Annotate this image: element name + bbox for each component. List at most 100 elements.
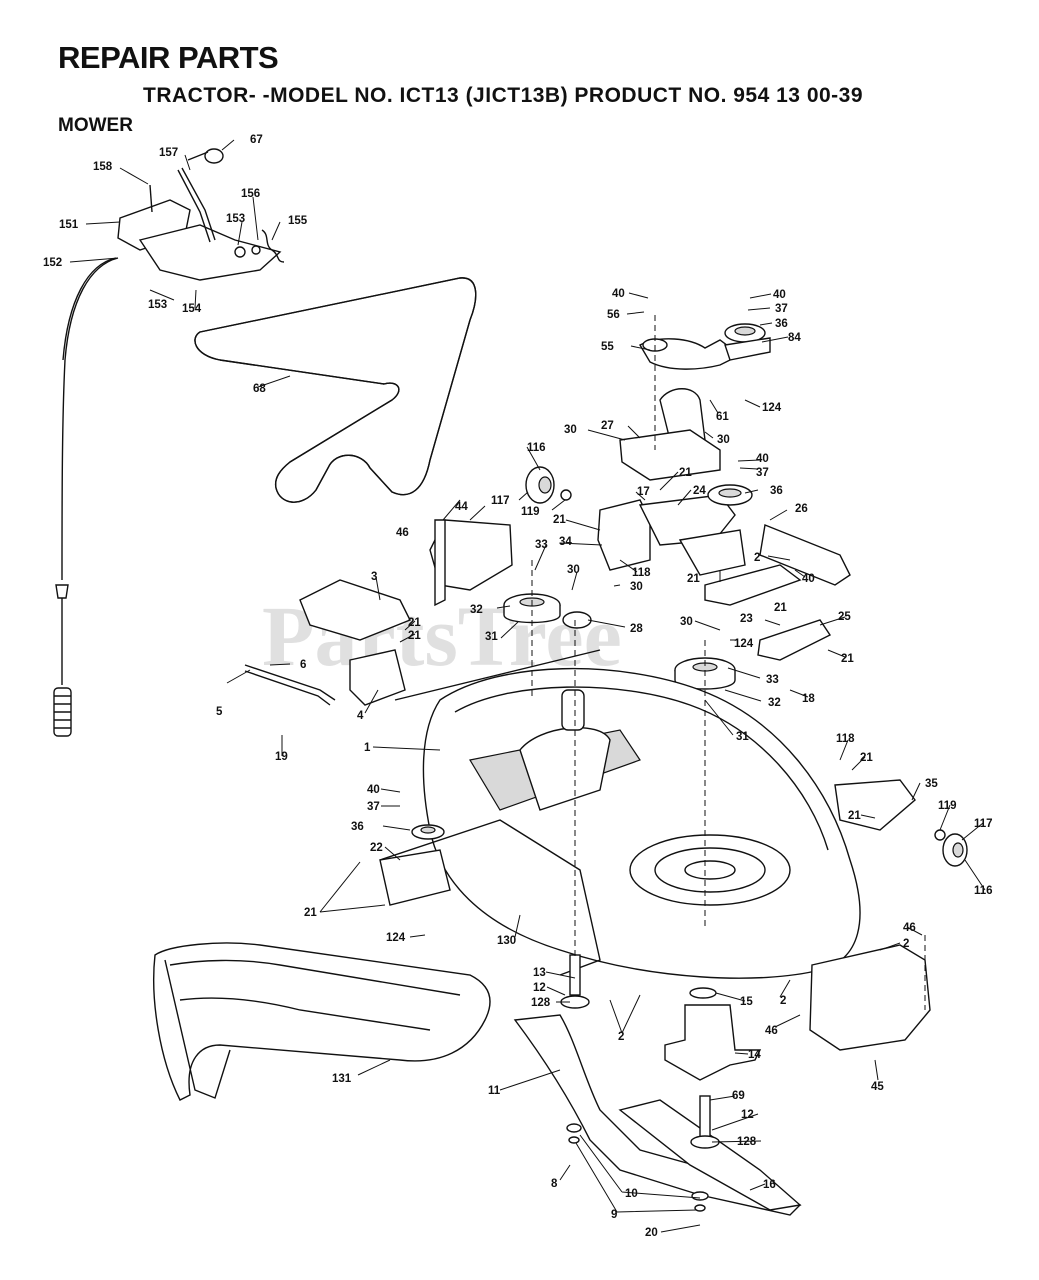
label-37: 37 xyxy=(367,801,380,813)
label-10: 10 xyxy=(625,1188,638,1200)
label-46: 46 xyxy=(903,922,916,934)
label-55: 55 xyxy=(601,341,614,353)
label-22: 22 xyxy=(370,842,383,854)
label-14: 14 xyxy=(748,1049,761,1061)
label-8: 8 xyxy=(551,1178,558,1190)
label-46: 46 xyxy=(765,1025,778,1037)
label-36: 36 xyxy=(351,821,364,833)
label-12: 12 xyxy=(741,1109,754,1121)
label-21: 21 xyxy=(848,810,861,822)
label-11: 11 xyxy=(488,1085,501,1097)
label-117: 117 xyxy=(974,818,993,830)
leader-lines xyxy=(69,139,986,1233)
label-33: 33 xyxy=(535,539,548,551)
label-21: 21 xyxy=(408,630,421,642)
label-124: 124 xyxy=(734,638,754,650)
label-3: 3 xyxy=(371,571,377,583)
label-31: 31 xyxy=(736,731,749,743)
label-84: 84 xyxy=(788,332,801,344)
label-116: 116 xyxy=(974,885,993,897)
label-40: 40 xyxy=(367,784,380,796)
label-45: 45 xyxy=(871,1081,884,1093)
label-31: 31 xyxy=(485,631,498,643)
label-30: 30 xyxy=(630,581,643,593)
discharge-chute xyxy=(153,942,491,1101)
label-68: 68 xyxy=(253,383,266,395)
label-40: 40 xyxy=(756,453,769,465)
lift-lever-assembly xyxy=(53,148,285,737)
label-5: 5 xyxy=(216,706,223,718)
label-2: 2 xyxy=(903,938,909,950)
label-130: 130 xyxy=(497,935,516,947)
label-24: 24 xyxy=(693,485,706,497)
left-bracket-assembly xyxy=(244,466,601,706)
label-16: 16 xyxy=(763,1179,776,1191)
label-118: 118 xyxy=(632,567,651,579)
label-36: 36 xyxy=(770,485,783,497)
label-28: 28 xyxy=(630,623,643,635)
label-37: 37 xyxy=(756,467,769,479)
label-30: 30 xyxy=(564,424,577,436)
label-13: 13 xyxy=(533,967,546,979)
label-128: 128 xyxy=(737,1136,757,1148)
label-34: 34 xyxy=(559,536,572,548)
label-46: 46 xyxy=(396,527,409,539)
label-118: 118 xyxy=(836,733,855,745)
label-119: 119 xyxy=(521,506,540,518)
label-1: 1 xyxy=(364,742,371,754)
label-124: 124 xyxy=(762,402,782,414)
label-18: 18 xyxy=(802,693,815,705)
label-27: 27 xyxy=(601,420,614,432)
label-2: 2 xyxy=(780,995,786,1007)
label-119: 119 xyxy=(938,800,957,812)
mower-deck xyxy=(379,667,968,979)
label-21: 21 xyxy=(860,752,873,764)
label-158: 158 xyxy=(93,161,113,173)
label-21: 21 xyxy=(553,514,566,526)
label-156: 156 xyxy=(241,188,260,200)
label-117: 117 xyxy=(491,495,510,507)
label-61: 61 xyxy=(716,411,729,423)
label-25: 25 xyxy=(838,611,851,623)
label-6: 6 xyxy=(300,659,306,671)
label-153: 153 xyxy=(226,213,245,225)
label-128: 128 xyxy=(531,997,551,1009)
label-21: 21 xyxy=(774,602,787,614)
label-35: 35 xyxy=(925,778,938,790)
label-67: 67 xyxy=(250,134,263,146)
label-151: 151 xyxy=(59,219,79,231)
label-21: 21 xyxy=(304,907,317,919)
label-21: 21 xyxy=(687,573,700,585)
label-23: 23 xyxy=(740,613,753,625)
label-21: 21 xyxy=(408,617,421,629)
label-30: 30 xyxy=(680,616,693,628)
assembly-centerlines xyxy=(531,315,926,1010)
label-153: 153 xyxy=(148,299,167,311)
label-4: 4 xyxy=(357,710,364,722)
label-12: 12 xyxy=(533,982,546,994)
label-40: 40 xyxy=(802,573,815,585)
section-title: MOWER xyxy=(58,115,133,136)
label-32: 32 xyxy=(768,697,781,709)
label-19: 19 xyxy=(275,751,288,763)
label-9: 9 xyxy=(611,1209,617,1221)
label-131: 131 xyxy=(332,1073,352,1085)
label-124: 124 xyxy=(386,932,406,944)
label-154: 154 xyxy=(182,303,202,315)
label-36: 36 xyxy=(775,318,788,330)
label-157: 157 xyxy=(159,147,178,159)
label-155: 155 xyxy=(288,215,308,227)
label-69: 69 xyxy=(732,1090,745,1102)
label-40: 40 xyxy=(773,289,786,301)
idler-arm-assembly xyxy=(597,323,851,661)
part-number-labels: 158 157 67 151 153 156 155 152 153 154 6… xyxy=(43,134,993,1239)
label-17: 17 xyxy=(637,486,650,498)
blade-spindle-assembly xyxy=(513,944,931,1216)
label-116: 116 xyxy=(527,442,546,454)
label-15: 15 xyxy=(740,996,753,1008)
model-subtitle: TRACTOR- -MODEL NO. ICT13 (JICT13B) PROD… xyxy=(143,84,864,107)
label-30: 30 xyxy=(717,434,730,446)
label-30: 30 xyxy=(567,564,580,576)
label-152: 152 xyxy=(43,257,62,269)
